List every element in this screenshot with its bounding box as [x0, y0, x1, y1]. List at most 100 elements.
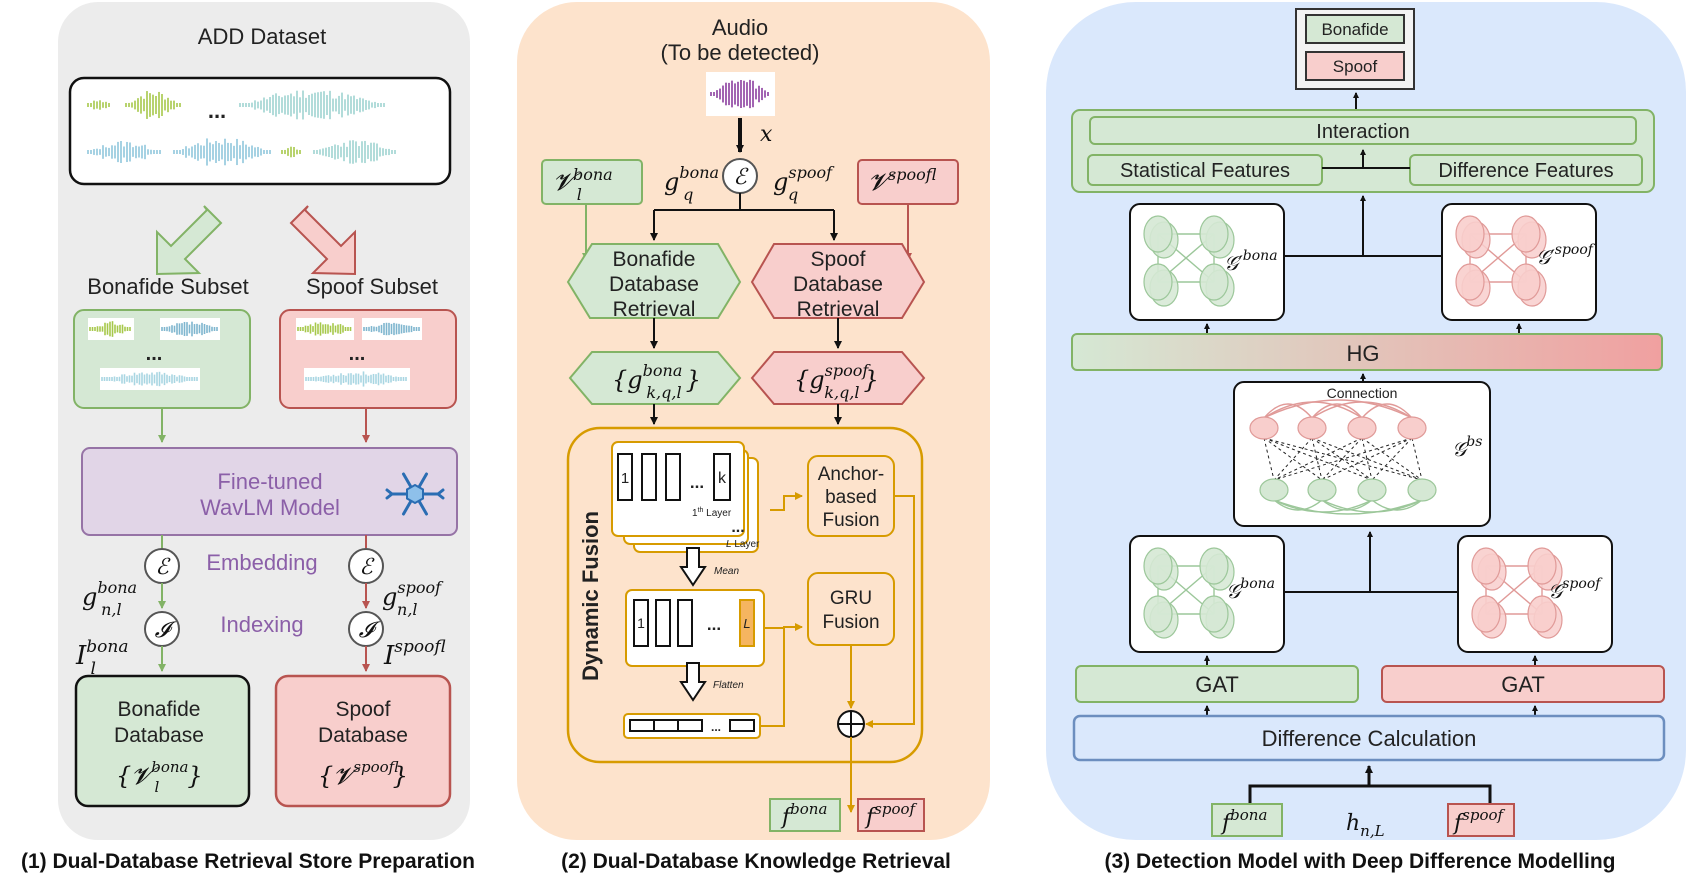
mean-token-l: [739, 599, 755, 647]
dataset-waveforms: [87, 90, 396, 166]
cross-edge: [1371, 437, 1413, 481]
g-prime-to-features-arrow: [1284, 196, 1442, 257]
spoof-encoder-symbol: ℰ: [359, 555, 375, 580]
flat-token-3: [677, 719, 703, 732]
g-bs-label: 𝒢bs: [1452, 434, 1482, 461]
cross-edge: [1321, 437, 1363, 481]
waveform-thumb: [304, 368, 410, 390]
mean-arrow: [679, 547, 707, 587]
f-bona-box: [769, 798, 841, 832]
spoof-edge: [1263, 403, 1313, 419]
bonafide-database-box: [74, 674, 251, 808]
features-to-interaction-arrow: [1322, 150, 1410, 169]
f-spoof-label: fspoof: [864, 800, 918, 830]
mean-token-dots: ...: [707, 615, 721, 634]
flatten-arrow: [679, 662, 707, 702]
output-bonafide-label: Bonafide: [1321, 20, 1388, 39]
mean-token-l-label: L: [743, 616, 750, 631]
g-bona-label: 𝒢bona: [1226, 576, 1275, 603]
bona-encoder-symbol: ℰ: [155, 555, 171, 580]
spoof-node: [1347, 416, 1377, 440]
g-prime-bona-graph: [1143, 215, 1235, 307]
bona-node: [1357, 478, 1387, 502]
subset-waveforms: [88, 318, 422, 390]
spoof-database-set: {𝓥spoofl}: [318, 758, 408, 790]
gru-fusion-line-1: GRU: [830, 588, 872, 609]
cross-edge: [1311, 437, 1323, 481]
snowflake-icon: [385, 472, 445, 516]
cross-edge: [1361, 437, 1423, 481]
spoof-edge: [1263, 399, 1413, 419]
bonafide-split-arrow: [156, 205, 223, 276]
anchor-to-sum-arrow: [865, 495, 915, 728]
anchor-fusion-line-3: Fusion: [822, 510, 879, 531]
graph-node: [1471, 547, 1501, 585]
model-label-line-1: Fine-tuned: [217, 469, 322, 494]
spoof-retrieval-line-1: Spoof: [811, 248, 866, 271]
v-spoof-label: 𝓥spoofl: [868, 165, 937, 196]
graph-node: [1511, 263, 1541, 301]
caption-1: (1) Dual-Database Retrieval Store Prepar…: [21, 850, 475, 873]
plus-icon: [838, 711, 864, 737]
bonafide-retrieval-hexagon: [566, 243, 742, 319]
caption-3: (3) Detection Model with Deep Difference…: [1104, 850, 1615, 873]
graphs-to-gbs-arrow: [1284, 532, 1458, 593]
connection-label: Connection: [1327, 385, 1398, 401]
output-spoof-label: Spoof: [1333, 57, 1378, 76]
dataset-box: [68, 76, 452, 186]
cross-edge: [1311, 437, 1423, 481]
gat-bona-label: GAT: [1195, 672, 1239, 697]
panel-3: Bonafide Spoof Interaction Statistical F…: [1046, 2, 1686, 873]
inputs-to-difference-arrow: [1248, 766, 1492, 804]
layers-to-anchor-arrow: [770, 492, 803, 511]
graph-node: [1455, 263, 1485, 301]
spoof-node: [1397, 416, 1427, 440]
dynamic-fusion-box: [566, 426, 924, 764]
spoof-retrieval-hexagon: [750, 243, 926, 319]
spoof-database-line-1: Spoof: [336, 698, 391, 721]
mean-token-2: [655, 599, 671, 647]
gk-bona-hexagon: [568, 351, 742, 405]
layer-token-1-label: 1: [621, 470, 629, 487]
to-be-detected-label: (To be detected): [661, 40, 820, 65]
l-layer-label: L Layer: [726, 539, 760, 550]
layer-token-k-label: k: [718, 470, 727, 487]
spoof-node: [1249, 416, 1279, 440]
mean-token-3: [677, 599, 693, 647]
bonafide-database-line-1: Bonafide: [118, 698, 201, 721]
flatten-to-gru-line: [760, 627, 785, 727]
difference-features-label: Difference Features: [1438, 160, 1613, 182]
bona-edge: [1273, 499, 1423, 515]
mean-token-1-label: 1: [637, 615, 645, 631]
x-label: x: [760, 122, 773, 147]
spoof-edge: [1311, 403, 1363, 419]
statistical-features-box: [1087, 154, 1323, 186]
i-spoof-l: Ispoofl: [383, 637, 446, 671]
graph-node: [1143, 215, 1173, 253]
graph-node: [1143, 263, 1173, 301]
caption-2: (2) Dual-Database Knowledge Retrieval: [561, 850, 951, 873]
statistical-features-label: Statistical Features: [1120, 160, 1290, 182]
spoof-subset-ellipsis: ...: [349, 343, 366, 365]
cross-edge: [1273, 437, 1413, 481]
cross-edge: [1273, 437, 1363, 481]
graph-node: [1199, 595, 1229, 633]
bonafide-subset-label: Bonafide Subset: [87, 274, 248, 299]
flatten-label: Flatten: [713, 680, 744, 691]
spoof-subset-label: Spoof Subset: [306, 274, 438, 299]
bona-edge: [1321, 499, 1373, 511]
waveform-thumb: [88, 318, 134, 340]
spoof-edge: [1361, 403, 1413, 419]
spoof-split-arrow: [289, 205, 356, 276]
anchor-fusion-line-1: Anchor-: [818, 464, 885, 485]
difference-features-box: [1409, 154, 1643, 186]
graph-node: [1455, 215, 1485, 253]
g-spoof-graph: [1471, 547, 1563, 639]
output-spoof-box: [1305, 51, 1405, 81]
